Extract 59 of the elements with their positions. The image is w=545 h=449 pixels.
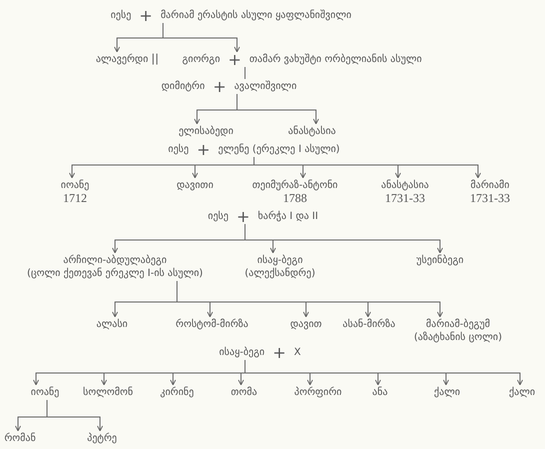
person-name: ისაყ-ბეგი: [257, 254, 303, 267]
person-name: ასან-მირზა: [342, 318, 396, 331]
person-name: ავალიშვილი: [234, 80, 297, 93]
person-name: იოანე: [60, 179, 90, 192]
marriage-plus-sign: +: [272, 346, 288, 359]
person-name: თომა: [230, 386, 258, 399]
person-name: ანასტასია: [381, 179, 429, 192]
person-name: კირინე: [160, 386, 194, 399]
person-note: (ალექსანდრე): [244, 267, 316, 280]
person-name: ალასი: [96, 318, 128, 331]
marriage-plus-sign: +: [138, 9, 154, 22]
person-name: ქალი: [508, 386, 536, 399]
person-name: X: [294, 346, 301, 359]
person-note: (ცოლი ქეთევან ერეკლე I-ის ასული): [27, 267, 203, 280]
person-name: ხარჭა I და II: [258, 210, 318, 223]
marriage-plus-sign: +: [196, 143, 212, 156]
person-name: უსეინბეგი: [416, 254, 464, 267]
person-name: სოლომონ: [83, 386, 133, 399]
person-note: 1788: [283, 192, 307, 205]
person-name: იესე: [168, 143, 189, 156]
person-name: ანა: [372, 386, 388, 399]
person-note: 1731-33: [385, 192, 425, 205]
person-name: ელისაბედი: [178, 125, 234, 138]
descent-line: [244, 360, 523, 386]
person-name: მარიამ ერასტის ასული ყაფლანიშვილი: [160, 9, 352, 22]
person-name: იოანე: [30, 386, 60, 399]
person-note: (აზატხანის ცოლი): [414, 331, 502, 344]
person-name: ისაყ-ბეგი: [219, 346, 265, 359]
person-name: თეიმურაზ-ანტონი: [252, 179, 338, 192]
person-name: პეტრე: [87, 432, 117, 445]
descent-line: [244, 66, 246, 80]
marriage-plus-sign: +: [235, 210, 251, 223]
person-name: იესე: [110, 9, 132, 22]
person-name: პორფირი: [294, 386, 342, 399]
person-name: ანასტასია: [288, 125, 336, 138]
person-name: ქალი: [434, 386, 460, 399]
descent-line: [254, 156, 481, 178]
person-name: დავით: [290, 318, 322, 331]
person-name: თამარ ვახუშტი ორბელიანის ასული: [249, 53, 422, 66]
person-name: მარიამ-ბეგუმ: [426, 318, 490, 331]
person-name: ელენე (ერეკლე I ასული): [218, 143, 340, 156]
person-name: მარიამი: [470, 179, 510, 192]
marriage-plus-sign: +: [227, 53, 242, 66]
person-name: როსტომ-მირზა: [176, 318, 248, 331]
descent-line: [46, 400, 103, 432]
person-name: იესე: [208, 210, 228, 223]
marriage-plus-sign: +: [212, 80, 228, 93]
descent-line: [162, 22, 240, 52]
person-name: დიმიტრი: [161, 80, 205, 93]
separator-mark: ||: [151, 52, 159, 65]
descent-line: [176, 280, 443, 318]
person-note: 1712: [63, 192, 87, 205]
person-name: რომან: [4, 432, 36, 445]
person-name: დავითი: [176, 179, 214, 192]
descent-line: [244, 224, 443, 254]
person-note: 1731-33: [470, 192, 510, 205]
person-name: გიორგი: [182, 53, 220, 66]
person-name: არჩილი-აბდულაბეგი: [63, 254, 167, 267]
person-name: ალავერდი: [96, 53, 148, 66]
